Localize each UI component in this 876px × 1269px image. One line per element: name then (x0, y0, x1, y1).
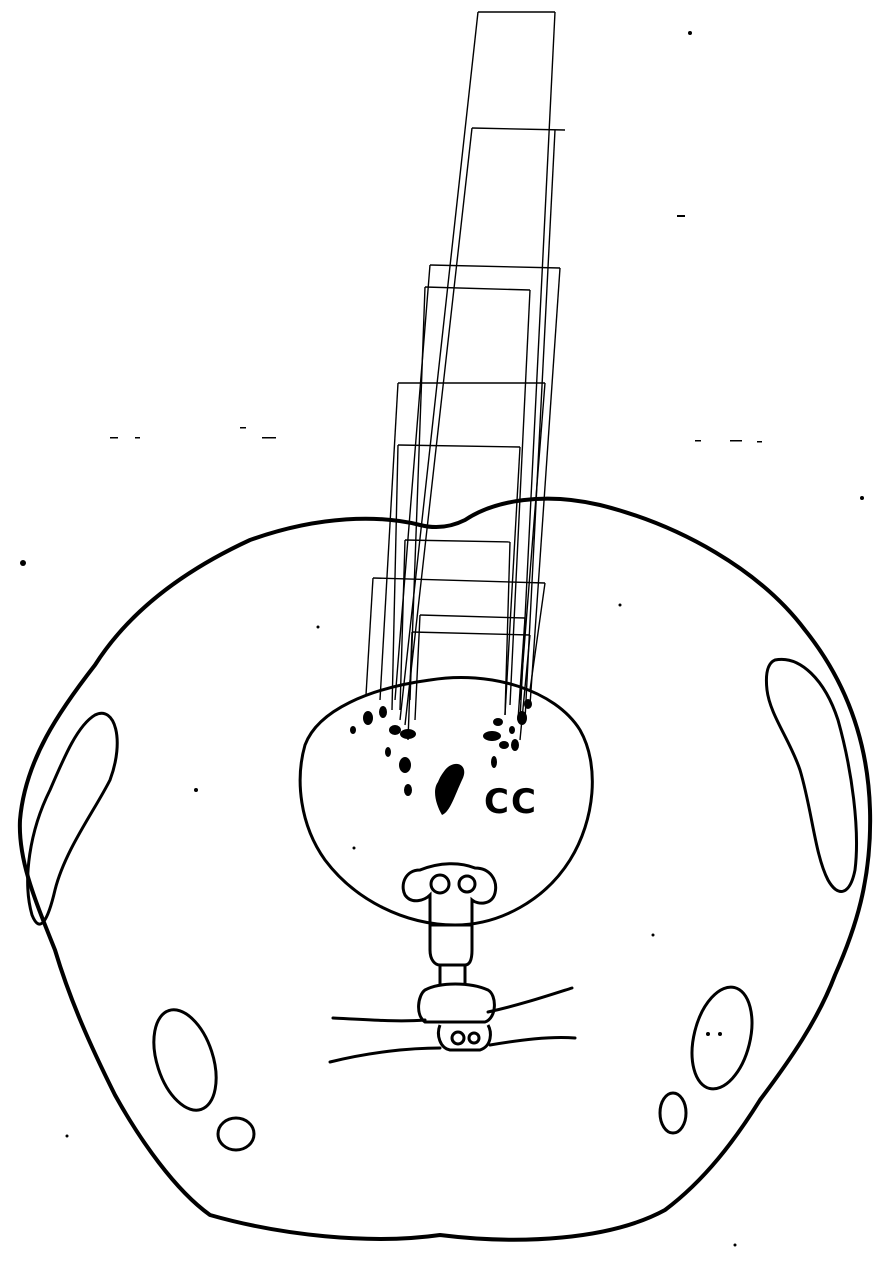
lower-right-small-oval (660, 1093, 686, 1133)
lower-right-oval (682, 981, 761, 1095)
midline-stem (403, 864, 495, 1050)
dot-mark (718, 1032, 722, 1036)
lower-left-oval (142, 1002, 227, 1118)
dot-mark (706, 1032, 710, 1036)
region-label-cc: CC (484, 782, 538, 822)
outer-section-outline (20, 499, 870, 1240)
lower-left-small-oval (218, 1118, 254, 1150)
scan-specks (20, 31, 864, 1247)
electrode-tracks (366, 12, 565, 740)
